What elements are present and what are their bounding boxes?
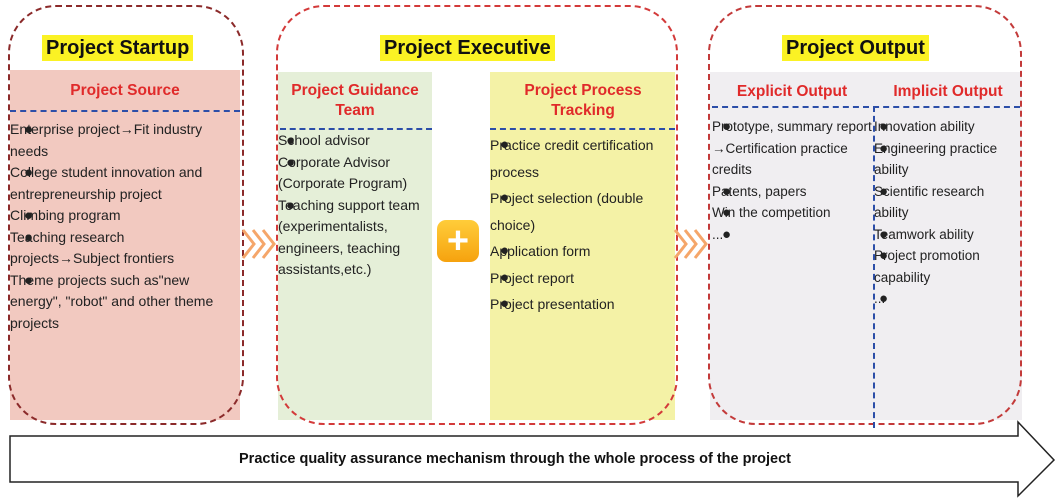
project-source-heading: Project Source: [70, 82, 180, 99]
output-divider: [712, 106, 1020, 108]
project-source-list: ●Enterprise project→Fit industry needs ●…: [10, 119, 235, 334]
chevron-arrow-icon: [673, 229, 708, 259]
list-item: ●School advisor: [278, 132, 370, 149]
list-item: ●...: [874, 290, 889, 307]
guidance-divider: [280, 128, 432, 130]
list-item: ●Application form: [490, 242, 591, 259]
chevron-arrow-icon: [241, 229, 276, 259]
startup-column-bg: [10, 70, 240, 420]
explicit-output-list: ●Prototype, summary report →Certificatio…: [712, 116, 872, 245]
list-item: ●Teaching support team (experimentalists…: [278, 196, 420, 278]
startup-divider: [10, 110, 240, 112]
list-item: ●...: [712, 225, 732, 243]
list-item: ●Patents, papers: [712, 182, 807, 200]
explicit-output-heading: Explicit Output: [736, 83, 848, 100]
plus-icon: +: [437, 220, 479, 262]
output-title: Project Output: [782, 35, 929, 61]
list-item: ●Win the competition: [712, 204, 831, 221]
tracking-column-bg: [490, 72, 675, 420]
list-item: ●Project report: [490, 268, 575, 286]
startup-frame: [8, 5, 244, 425]
executive-title: Project Executive: [380, 35, 555, 61]
list-item: ●Teaching research projects→Subject fron…: [10, 228, 175, 267]
list-item: ●Theme projects such as"new energy", "ro…: [10, 271, 214, 331]
list-item: ●Scientific research ability: [874, 182, 985, 221]
quality-assurance-label: Practice quality assurance mechanism thr…: [239, 451, 791, 467]
list-item: ●Project promotion capability: [874, 247, 980, 285]
list-item: ●College student innovation and entrepre…: [10, 164, 203, 202]
list-item: ●Practice credit certification process: [490, 136, 654, 180]
list-item: ●Innovation ability: [874, 118, 975, 135]
list-item: ●Climbing program: [10, 207, 121, 224]
guidance-column-bg: [278, 72, 432, 420]
output-frame: [708, 5, 1022, 425]
list-item: ●Corporate Advisor (Corporate Program): [278, 153, 408, 192]
output-column-divider: [873, 106, 875, 428]
list-item: ●Prototype, summary report →Certificatio…: [712, 118, 872, 177]
guidance-team-list: ●School advisor ●Corporate Advisor (Corp…: [278, 130, 434, 281]
tracking-divider: [490, 128, 675, 130]
process-tracking-heading: Project Process Tracking: [524, 82, 642, 119]
list-item: ●Project presentation: [490, 295, 615, 312]
output-column-bg: [710, 72, 1022, 420]
list-item: ●Engineering practice ability: [874, 139, 998, 178]
executive-frame: [276, 5, 678, 425]
list-item: ●Project selection (double choice): [490, 189, 644, 233]
implicit-output-list: ●Innovation ability ●Engineering practic…: [874, 116, 1020, 310]
guidance-team-heading: Project Guidance Team: [291, 82, 419, 119]
startup-title: Project Startup: [42, 35, 194, 61]
list-item: ●Enterprise project→Fit industry needs: [10, 121, 203, 159]
process-arrow-icon: [9, 420, 1056, 498]
list-item: ●Teamwork ability: [874, 225, 974, 243]
process-tracking-list: ●Practice credit certification process ●…: [490, 132, 670, 318]
implicit-output-heading: Implicit Output: [893, 83, 1003, 100]
